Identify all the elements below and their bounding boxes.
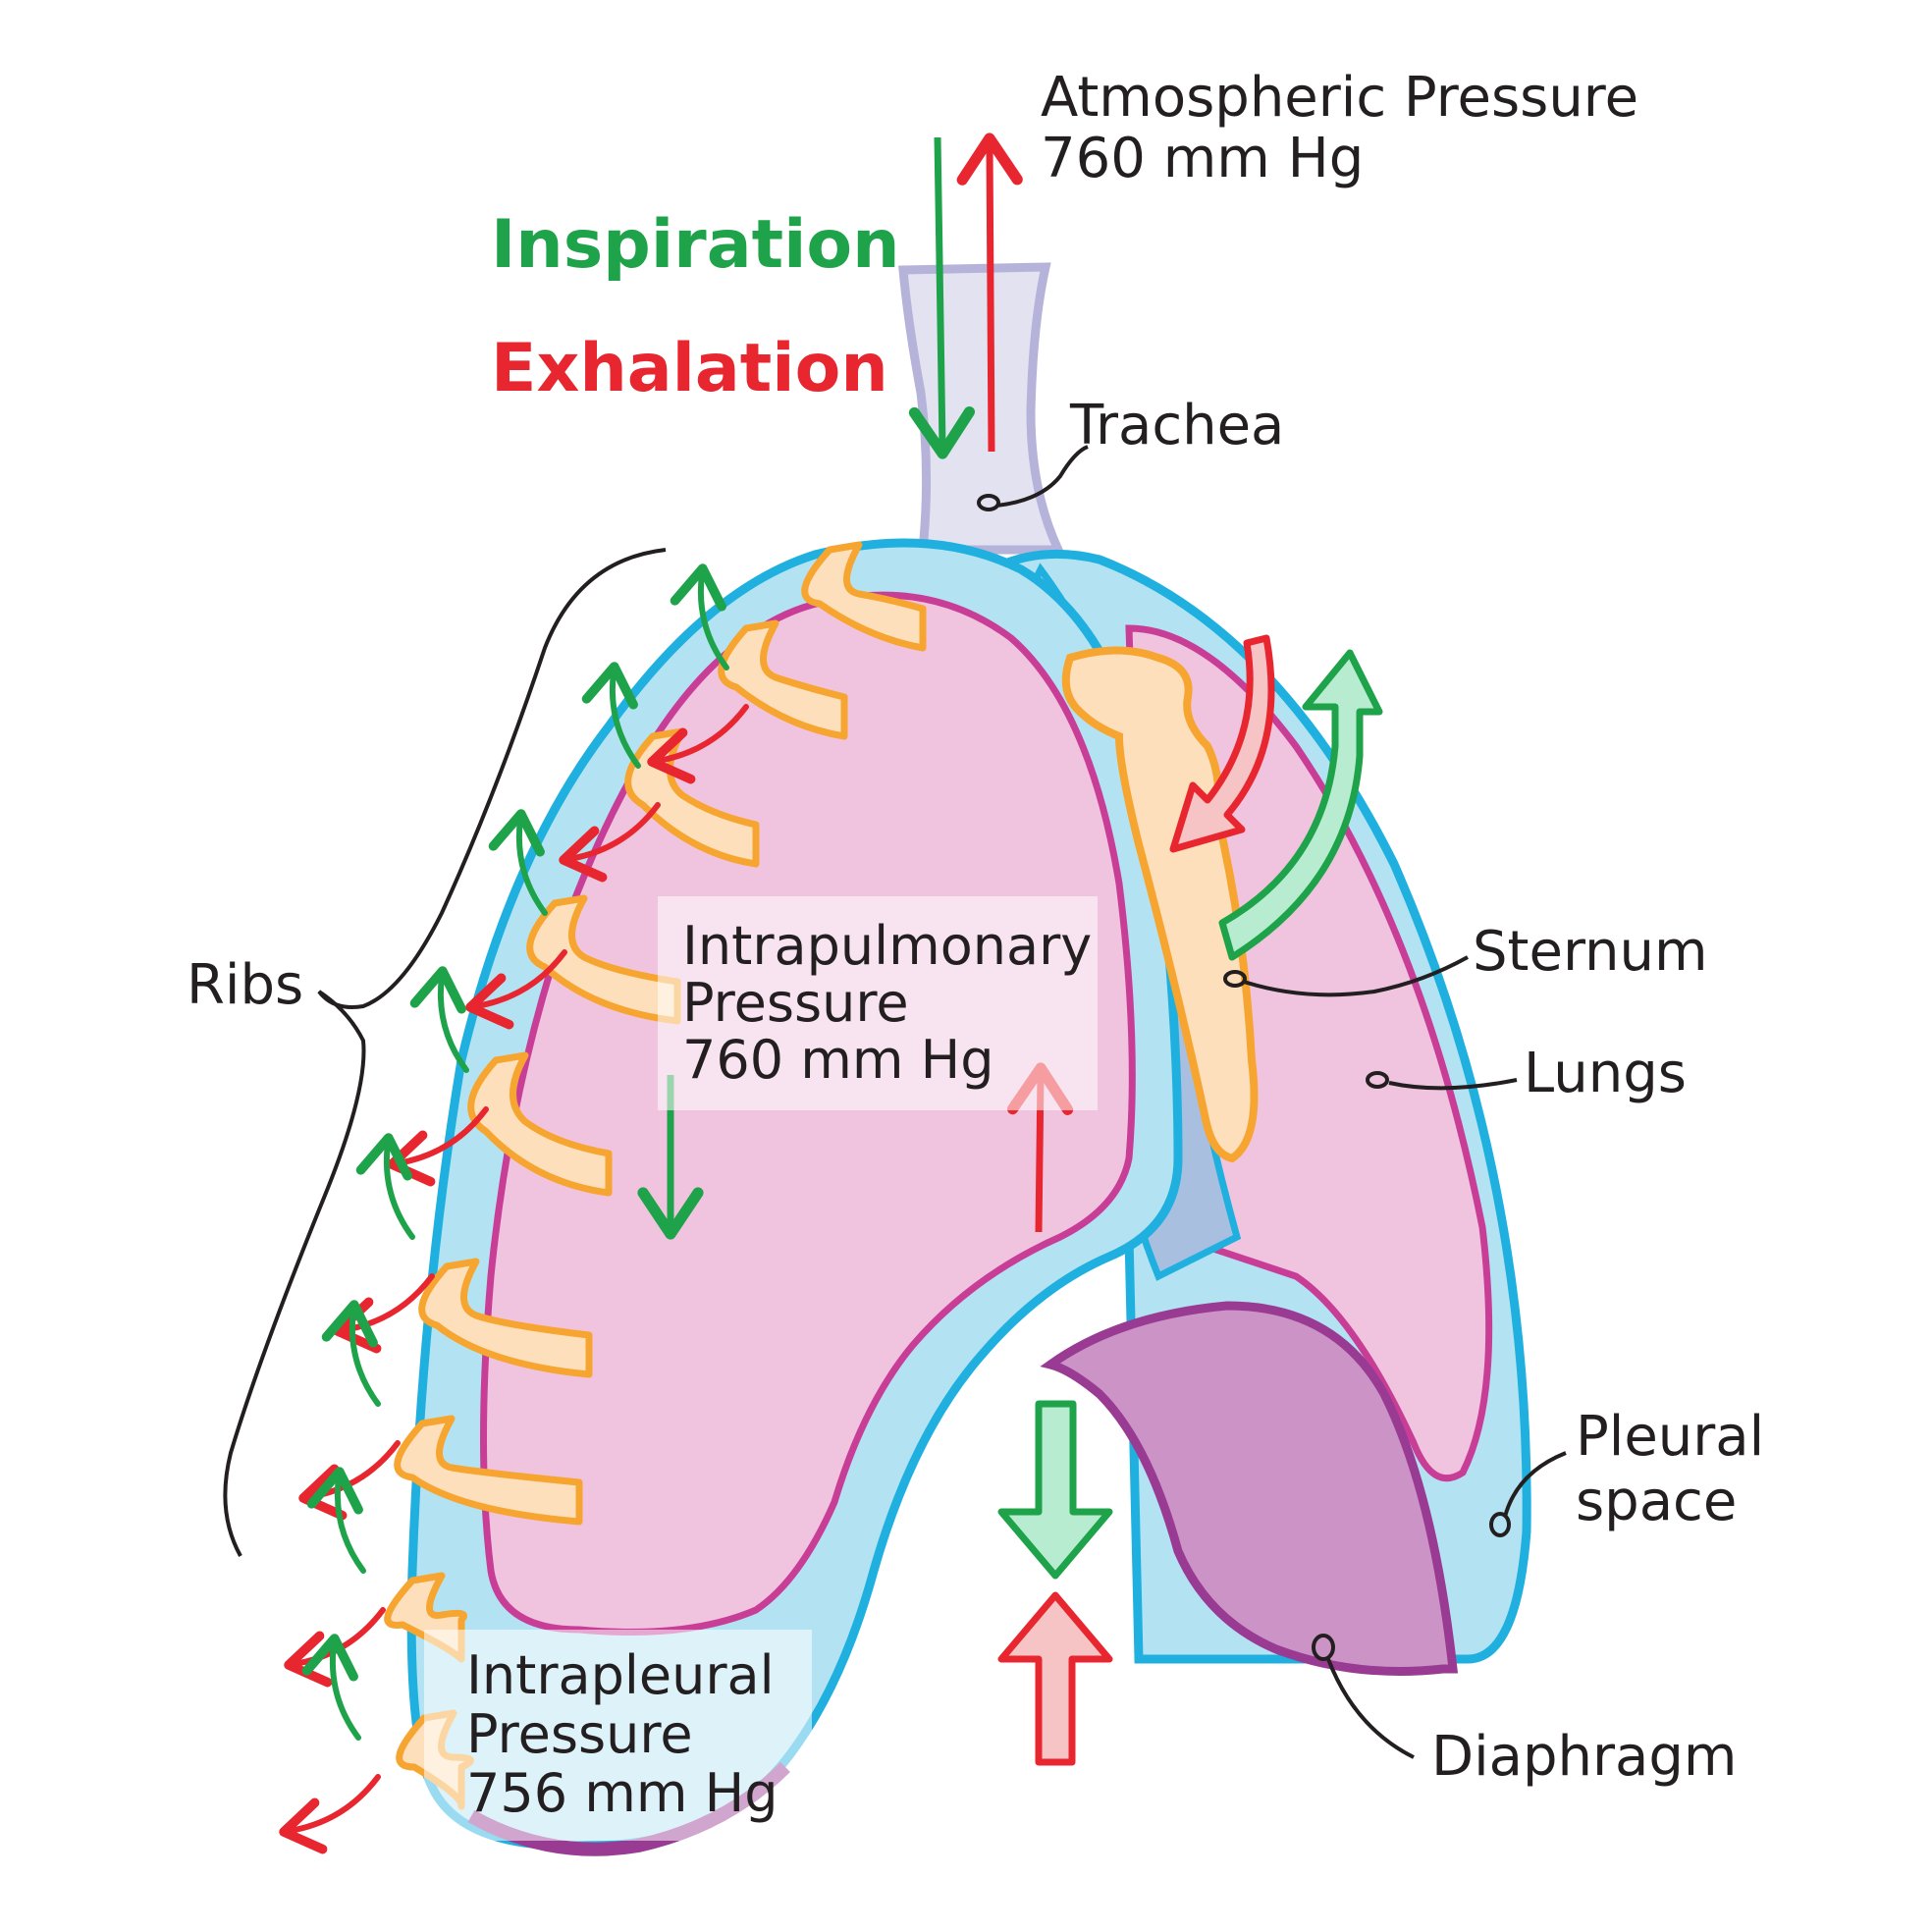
rib-1 (801, 541, 927, 652)
wall-inspiration-arrow-5 (355, 1133, 415, 1240)
left-lung (480, 591, 1136, 1636)
intrapulmonary-box (658, 896, 1098, 1110)
sternum-leader-dot (1223, 970, 1247, 988)
wall-inspiration-arrow-6 (321, 1300, 381, 1407)
wall-exhalation-arrow-3 (465, 949, 567, 1030)
wall-inspiration-arrow-7 (306, 1467, 366, 1574)
wall-inspiration-arrow-3 (488, 809, 548, 916)
sternum-label: Sternum (1473, 920, 1708, 984)
wall-inspiration-arrow-1 (670, 564, 729, 671)
pleural-label-line1: Pleural (1576, 1405, 1764, 1469)
legend-exhalation: Exhalation (491, 330, 888, 407)
wall-exhalation-arrow-1 (647, 704, 749, 784)
rib-6 (418, 1258, 593, 1378)
sternum-exhalation-arrow (1169, 634, 1275, 853)
diaphragm-leader-dot (1312, 1634, 1335, 1661)
sternum-inspiration-arrow (1218, 649, 1383, 961)
lungs-leader-dot (1366, 1071, 1389, 1089)
intrapleural-box (424, 1630, 812, 1841)
trachea-leader-dot (977, 494, 1000, 511)
wall-exhalation-arrow-8 (279, 1774, 381, 1854)
pleural-leader (1503, 1451, 1567, 1518)
trachea-leader (995, 445, 1089, 508)
ribs-brace (223, 548, 667, 1557)
trachea-label: Trachea (1069, 394, 1284, 457)
sternum-leader (1243, 955, 1469, 997)
wall-inspiration-arrow-4 (409, 966, 469, 1073)
intrapulmonary-line1: Intrapulmonary (682, 915, 1092, 977)
pleural-label-line2: space (1576, 1470, 1737, 1533)
intrapulmonary-line2: Pressure (682, 972, 909, 1034)
intrapleural-line3: 756 mm Hg (466, 1762, 778, 1824)
wall-exhalation-arrow-2 (559, 802, 661, 883)
diaphragm-leader (1326, 1658, 1415, 1759)
intrapleural-line2: Pressure (466, 1703, 693, 1765)
intrapulmonary-line3: 760 mm Hg (682, 1029, 994, 1091)
wall-inspiration-arrow-8 (301, 1634, 361, 1741)
wall-exhalation-arrow-5 (333, 1273, 435, 1354)
trachea-exhalation-arrow (956, 133, 1023, 453)
rib-7 (394, 1415, 583, 1526)
wall-exhalation-arrow-7 (284, 1607, 386, 1688)
diaphragm-exhalation-arrow (997, 1591, 1113, 1766)
diaphragm-inspiration-arrow (997, 1400, 1113, 1580)
lungs-leader (1388, 1078, 1518, 1091)
atmospheric-line1: Atmospheric Pressure (1041, 66, 1638, 130)
legend-inspiration: Inspiration (491, 206, 900, 284)
pleural-leader-dot (1489, 1512, 1511, 1537)
lungs-label: Lungs (1524, 1042, 1687, 1105)
wall-exhalation-arrow-6 (298, 1440, 401, 1521)
diaphragm-label: Diaphragm (1431, 1725, 1737, 1789)
trachea-inspiration-arrow (908, 136, 976, 459)
atmospheric-line2: 760 mm Hg (1041, 127, 1364, 190)
intrapleural-line1: Intrapleural (466, 1644, 775, 1706)
wall-inspiration-arrow-2 (581, 662, 641, 769)
diaphragm (1040, 1301, 1459, 1676)
rib-2 (718, 619, 848, 740)
ribs-label: Ribs (187, 953, 303, 1017)
sternum (1061, 646, 1259, 1163)
chest-wall-arrows (279, 564, 749, 1854)
